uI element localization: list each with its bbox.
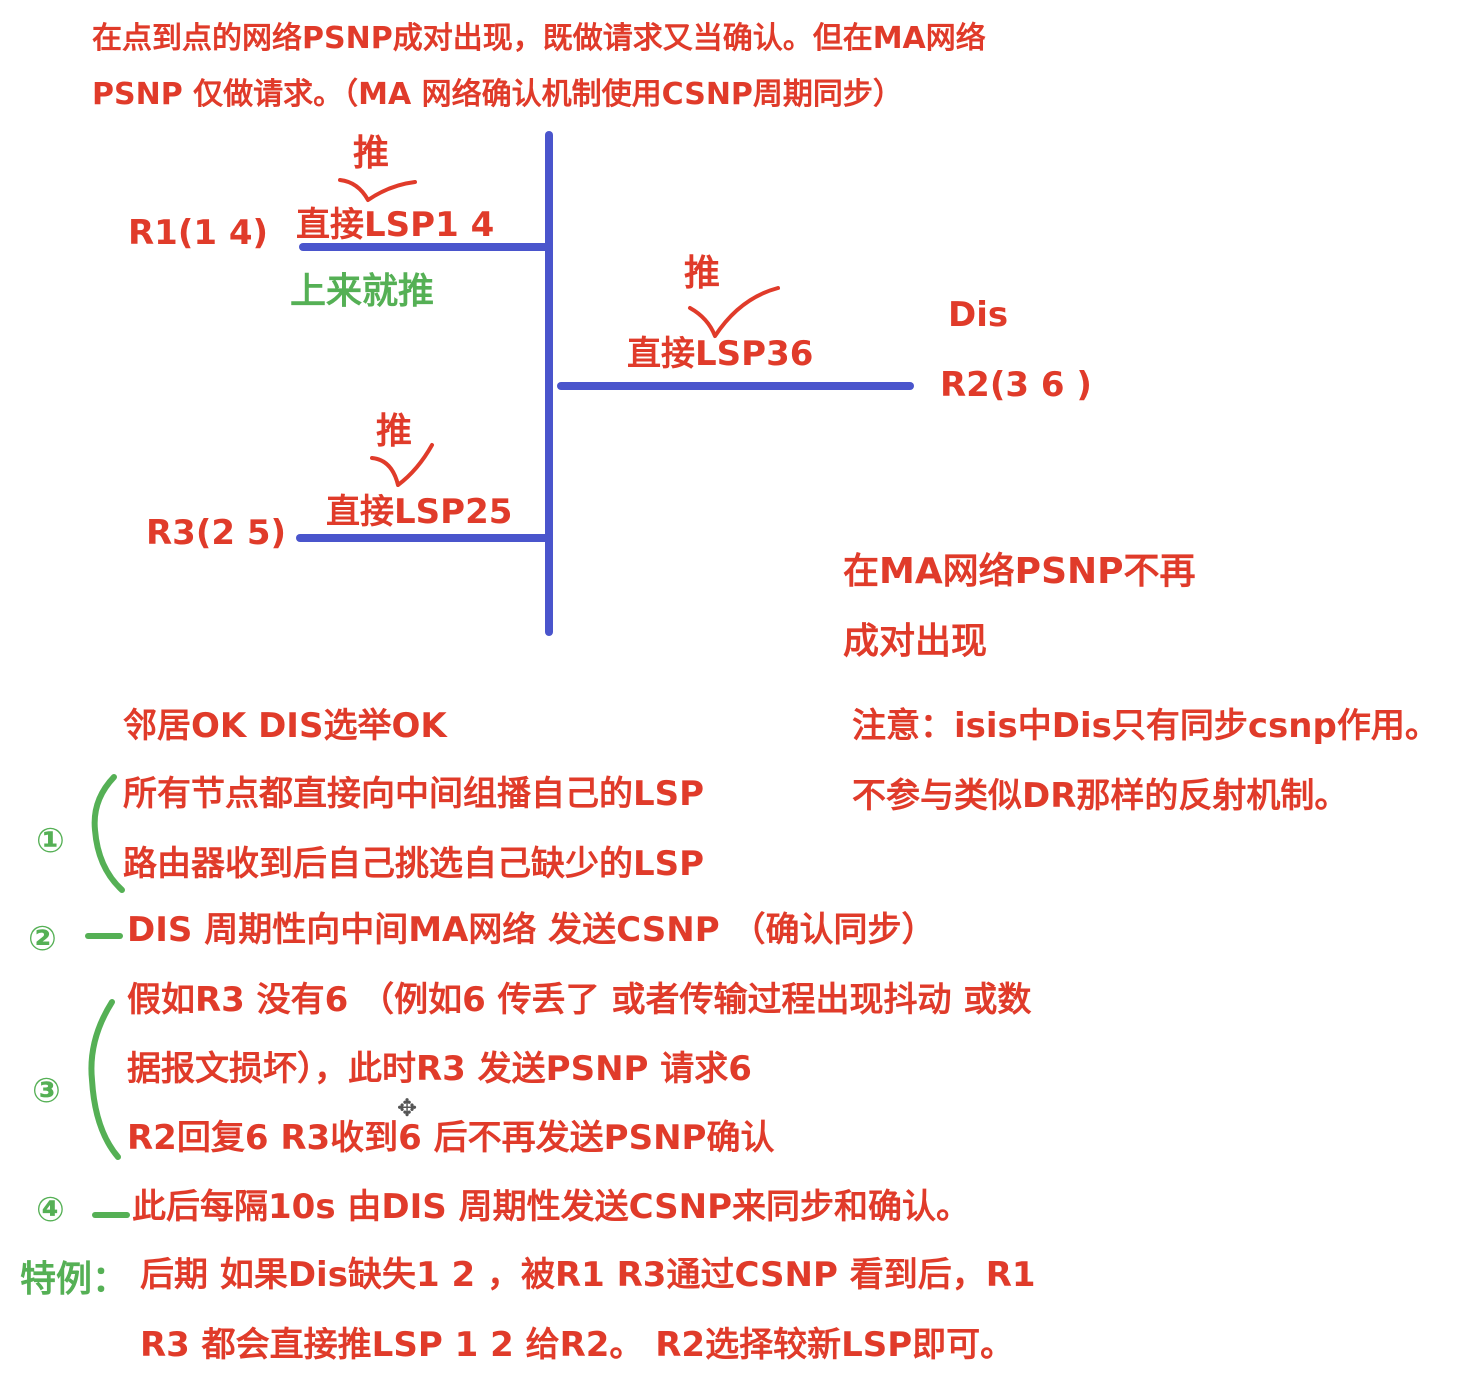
step1-line-1: 所有节点都直接向中间组播自己的LSP [123,774,705,814]
r3-link-label: 直接LSP25 [326,492,513,532]
r1-check-mark [338,178,417,202]
r3-push-label: 推 [376,411,413,452]
step3-line-1: 假如R3 没有6 （例如6 传丢了 或者传输过程出现抖动 或数 [127,980,1032,1020]
steps-heading: 邻居OK DIS选举OK [123,706,447,746]
step3-number: ③ [32,1071,61,1111]
step4-line-1: 此后每隔10s 由DIS 周期性发送CSNP来同步和确认。 [132,1187,971,1227]
r1-link-label: 直接LSP1 4 [296,205,495,245]
r2-dis-label: Dis [948,295,1009,335]
step3-brace [88,999,121,1160]
r1-push-label: 推 [353,133,390,174]
step3-line-3: R2回复6 R3收到6 后不再发送PSNP确认 [127,1118,775,1158]
r2-check-mark [688,286,780,338]
special-line-2: R3 都会直接推LSP 1 2 给R2。 R2选择较新LSP即可。 [140,1325,1015,1365]
special-label: 特例： [20,1259,129,1300]
r3-check-mark [370,443,434,487]
step2-number: ② [28,919,57,959]
side-note-line-2: 成对出现 [843,621,988,662]
r3-router-label: R3(2 5) [146,513,287,553]
step3-line-2: 据报文损坏），此时R3 发送PSNP 请求6 [127,1049,752,1089]
attention-line-1: 注意：isis中Dis只有同步csnp作用。 [852,706,1439,746]
step4-number: ④ [36,1190,65,1230]
r2-link-label: 直接LSP36 [627,334,814,374]
special-line-1: 后期 如果Dis缺失1 2 ，被R1 R3通过CSNP 看到后，R1 [140,1255,1036,1295]
step1-line-2: 路由器收到后自己挑选自己缺少的LSP [123,844,705,884]
header-line-2: PSNP 仅做请求。（MA 网络确认机制使用CSNP周期同步） [92,77,903,112]
side-note-line-1: 在MA网络PSNP不再 [843,551,1196,592]
attention-line-2: 不参与类似DR那样的反射机制。 [852,776,1349,816]
step1-number: ① [36,821,65,861]
r1-note: 上来就推 [290,271,435,312]
r1-router-label: R1(1 4) [128,213,269,253]
step2-line-1: DIS 周期性向中间MA网络 发送CSNP （确认同步） [127,910,936,950]
r2-router-label: R2(3 6 ) [940,365,1092,405]
step1-brace [91,774,125,893]
r2-push-label: 推 [684,253,721,294]
header-line-1: 在点到点的网络PSNP成对出现，既做请求又当确认。但在MA网络 [92,21,986,56]
move-cursor-icon: ✥ [397,1094,418,1122]
